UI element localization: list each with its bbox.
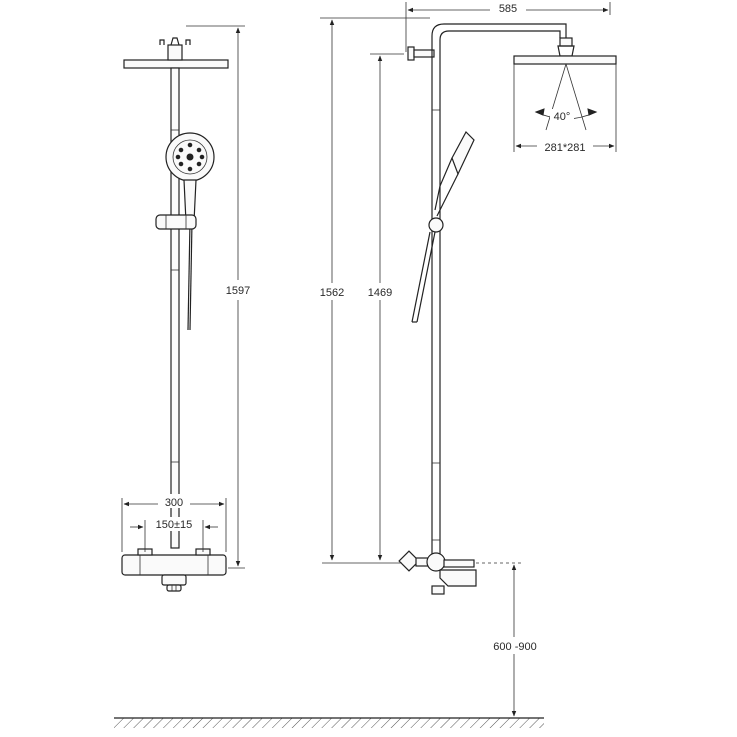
arm-reach-label: 585 <box>499 3 517 15</box>
install-height-label: 600 -900 <box>493 641 536 653</box>
floor-hatching <box>114 717 544 728</box>
side-hand-shower <box>411 131 475 323</box>
column-height-label: 1562 <box>320 287 344 299</box>
front-head-connector <box>167 44 183 61</box>
head-size-label: 281*281 <box>545 142 586 154</box>
spray-angle-label: 40° <box>554 111 571 123</box>
side-view: 585 40° 281*281 <box>316 0 617 717</box>
side-riser-outer <box>431 23 567 560</box>
mixer-width-label: 300 <box>165 497 183 509</box>
inlet-spacing-label: 150±15 <box>156 519 193 531</box>
slide-rail-height-label: 1469 <box>368 287 392 299</box>
front-slider-bracket <box>155 214 197 230</box>
front-hand-shower <box>165 132 215 331</box>
front-thermostatic-mixer <box>121 548 227 592</box>
side-overhead-head <box>513 55 617 65</box>
side-riser-inner <box>439 30 561 560</box>
front-riser-pipe <box>170 67 180 549</box>
total-height-label: 1597 <box>226 285 250 297</box>
side-mixer <box>398 550 477 595</box>
front-view: 1597 300 150±15 <box>121 25 252 592</box>
front-overhead-head <box>123 59 229 69</box>
